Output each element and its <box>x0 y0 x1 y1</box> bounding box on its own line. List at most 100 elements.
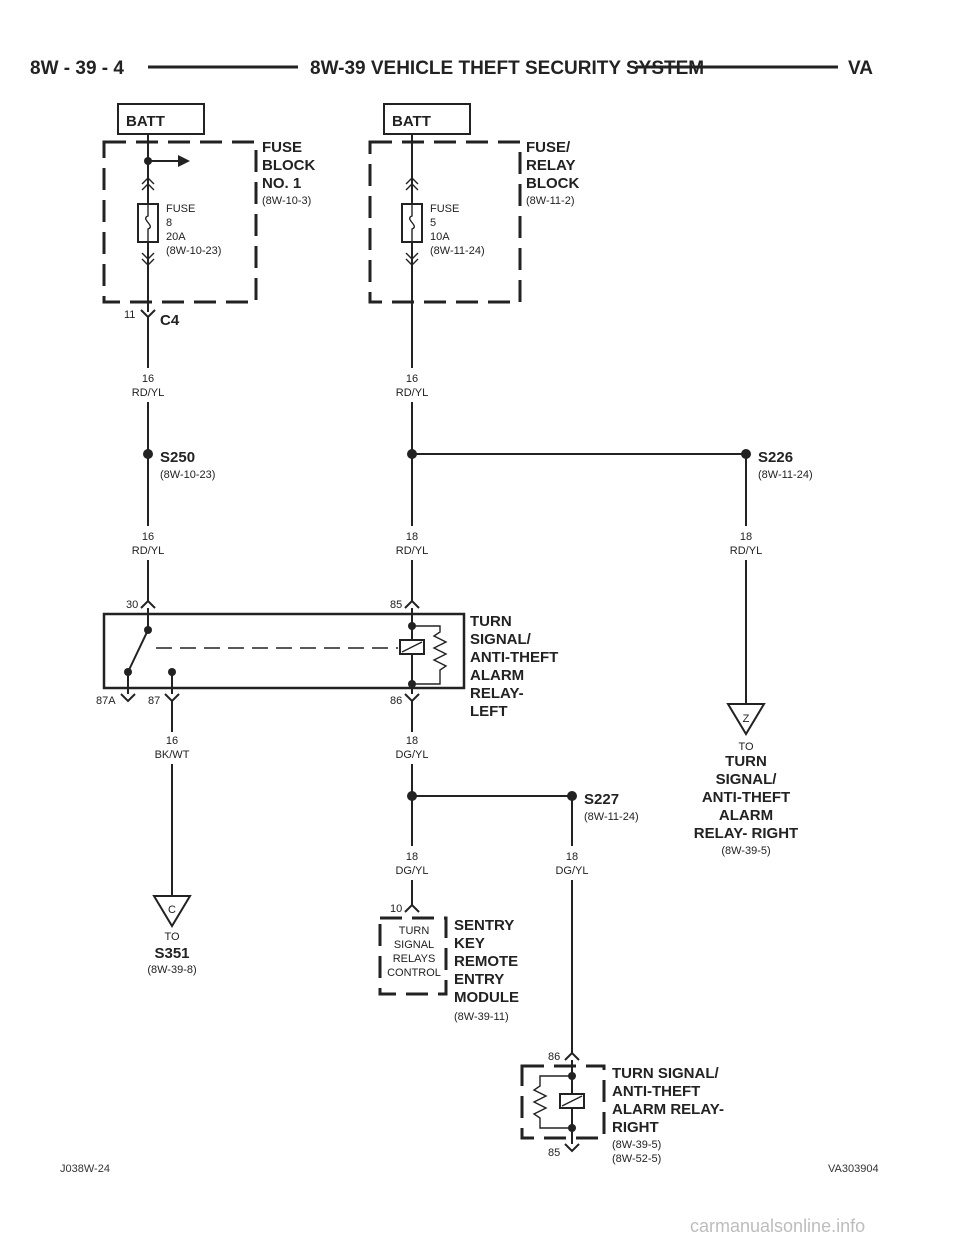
skrem-internal-label: TURN SIGNAL RELAYS CONTROL <box>387 925 441 979</box>
svg-text:SIGNAL/: SIGNAL/ <box>470 631 532 648</box>
svg-text:RELAY-: RELAY- <box>470 685 524 702</box>
off-page-c-to: TO <box>164 931 180 943</box>
fuse-block-1-outline <box>102 140 258 304</box>
pin-85-label: 85 <box>390 599 402 611</box>
svg-text:16: 16 <box>142 531 154 543</box>
batt-label-right: BATT <box>392 113 431 130</box>
fuse-block-1-name: FUSE BLOCK NO. 1 <box>262 139 315 192</box>
wire-label-18-dgyl-9: 18 DG/YL <box>555 851 588 877</box>
svg-text:FUSE: FUSE <box>166 203 195 215</box>
svg-text:FUSE: FUSE <box>430 203 459 215</box>
svg-text:KEY: KEY <box>454 935 485 952</box>
watermark: carmanualsonline.info <box>690 1216 865 1236</box>
pin-30-label: 30 <box>126 599 138 611</box>
relay-right-coil-diag <box>561 1095 583 1107</box>
off-page-c-dest: S351 <box>154 945 189 962</box>
wire-label-16-rdyl-1: 16 RD/YL <box>132 373 164 399</box>
connector-chevron-icon <box>141 252 155 266</box>
page-title: 8W-39 VEHICLE THEFT SECURITY SYSTEM <box>310 58 704 79</box>
splice-s226-label: S226 <box>758 449 793 466</box>
svg-text:MODULE: MODULE <box>454 989 519 1006</box>
svg-text:DG/YL: DG/YL <box>555 865 588 877</box>
fuse-relay-block-name: FUSE/ RELAY BLOCK <box>526 139 579 192</box>
connector-chevron-icon <box>141 177 155 191</box>
off-page-z-dest: TURN SIGNAL/ ANTI-THEFT ALARM RELAY- RIG… <box>694 753 798 842</box>
pin-10-label: 10 <box>390 903 402 915</box>
connector-pin10-icon <box>404 903 420 913</box>
relay-right-outline <box>520 1064 606 1140</box>
svg-text:REMOTE: REMOTE <box>454 953 518 970</box>
svg-text:18: 18 <box>406 851 418 863</box>
svg-text:18: 18 <box>406 531 418 543</box>
svg-text:(8W-10-23): (8W-10-23) <box>166 245 221 257</box>
relay-left-box <box>102 612 466 690</box>
relay-right-pin-85-label: 85 <box>548 1147 560 1159</box>
batt-box-left <box>117 103 205 135</box>
svg-text:DG/YL: DG/YL <box>395 865 428 877</box>
svg-text:5: 5 <box>430 217 436 229</box>
splice-s227-ref: (8W-11-24) <box>584 811 639 823</box>
batt-box-right <box>383 103 471 135</box>
splice-s250-ref: (8W-10-23) <box>160 469 215 481</box>
connector-pin86-icon <box>404 693 420 703</box>
connector-chevron-icon <box>405 177 419 191</box>
skrem-ref: (8W-39-11) <box>454 1011 509 1023</box>
connector-c4-label: C4 <box>160 312 180 329</box>
wire-label-16-rdyl-3: 16 RD/YL <box>132 531 164 557</box>
page-number: 8W - 39 - 4 <box>30 58 124 79</box>
wire-label-18-dgyl-7: 18 DG/YL <box>395 735 428 761</box>
relay-right-pin-86-label: 86 <box>548 1051 560 1063</box>
connector-pin30-icon <box>140 599 156 609</box>
pin-87a-label: 87A <box>96 695 116 707</box>
svg-text:TURN: TURN <box>725 753 767 770</box>
wire-label-18-rdyl-4: 18 RD/YL <box>396 531 428 557</box>
svg-text:ALARM RELAY-: ALARM RELAY- <box>612 1101 724 1118</box>
skrem-outline <box>378 916 448 996</box>
svg-text:18: 18 <box>566 851 578 863</box>
off-page-c-letter: C <box>168 904 176 916</box>
fuse-5-element <box>409 204 415 242</box>
footer-figure-id: VA303904 <box>828 1163 879 1175</box>
svg-text:BLOCK: BLOCK <box>526 175 579 192</box>
svg-text:ALARM: ALARM <box>719 807 773 824</box>
connector-pin87a-icon <box>120 693 136 703</box>
svg-text:(8W-39-5): (8W-39-5) <box>612 1139 661 1151</box>
pin-86-label: 86 <box>390 695 402 707</box>
connector-pin87-icon <box>164 693 180 703</box>
pin-11-label: 11 <box>124 309 135 321</box>
svg-text:RD/YL: RD/YL <box>132 387 164 399</box>
wire-label-18-dgyl-8: 18 DG/YL <box>395 851 428 877</box>
splice-s227-label: S227 <box>584 791 619 808</box>
svg-text:RD/YL: RD/YL <box>396 545 428 557</box>
svg-text:CONTROL: CONTROL <box>387 967 441 979</box>
fuse-8-label: FUSE 8 20A (8W-10-23) <box>166 203 221 257</box>
off-page-z-to: TO <box>738 741 754 753</box>
off-page-z-icon <box>726 703 766 736</box>
off-page-c-ref: (8W-39-8) <box>147 964 196 976</box>
svg-text:FUSE: FUSE <box>262 139 302 156</box>
fuse-8-element <box>145 204 151 242</box>
wire-label-16-rdyl-2: 16 RD/YL <box>396 373 428 399</box>
batt-label-left: BATT <box>126 113 165 130</box>
pin-87-label: 87 <box>148 695 160 707</box>
svg-text:TURN: TURN <box>399 925 430 937</box>
svg-text:RD/YL: RD/YL <box>730 545 762 557</box>
svg-text:RD/YL: RD/YL <box>132 545 164 557</box>
off-page-z-letter: Z <box>743 713 750 725</box>
splice-s250-label: S250 <box>160 449 195 466</box>
svg-text:FUSE/: FUSE/ <box>526 139 571 156</box>
svg-text:18: 18 <box>406 735 418 747</box>
relay-right-resistor-icon <box>532 1075 572 1129</box>
svg-text:18: 18 <box>740 531 752 543</box>
svg-text:(8W-11-24): (8W-11-24) <box>430 245 485 257</box>
off-page-c-icon <box>152 895 192 928</box>
svg-text:16: 16 <box>142 373 154 385</box>
connector-relay-right-86-icon <box>564 1051 580 1061</box>
wire-label-18-rdyl-5: 18 RD/YL <box>730 531 762 557</box>
connector-relay-right-85-icon <box>564 1143 580 1153</box>
svg-text:SENTRY: SENTRY <box>454 917 514 934</box>
fuse-block-1-ref: (8W-10-3) <box>262 195 311 207</box>
wire-label-16-bkwt: 16 BK/WT <box>155 735 190 761</box>
svg-text:20A: 20A <box>166 231 186 243</box>
relay-left-coil-diag <box>401 641 423 653</box>
